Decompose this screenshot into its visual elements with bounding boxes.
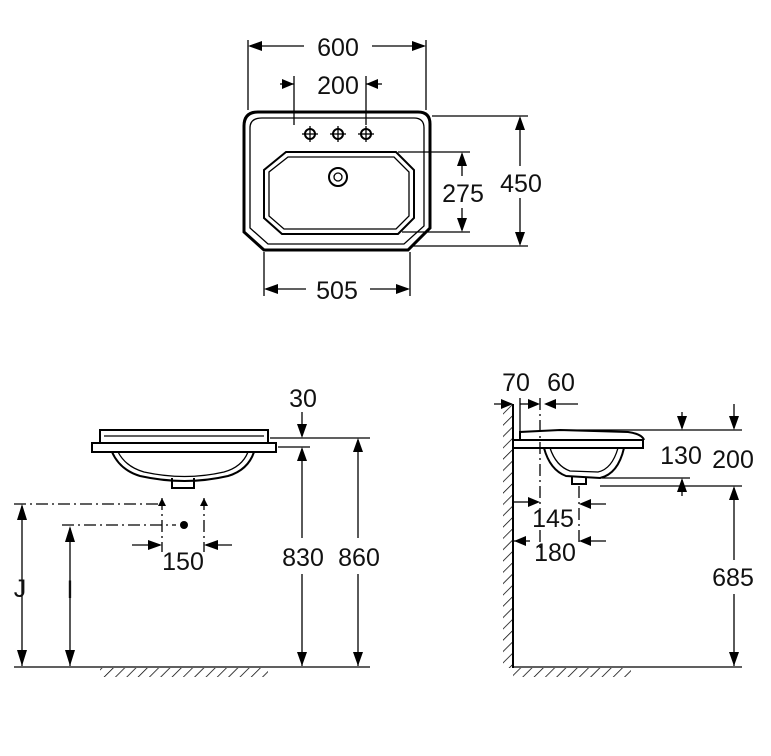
- dim-label-130: 130: [660, 442, 702, 470]
- dim-505: 505: [263, 252, 411, 305]
- dim-label-200: 200: [317, 72, 359, 100]
- dim-i: I: [62, 524, 176, 666]
- dim-130: 130: [560, 412, 702, 496]
- dim-150: 150: [132, 540, 232, 576]
- tap-hole-icon: [358, 126, 374, 142]
- plan-view: 600 200 450: [242, 34, 542, 305]
- drain-icon: [328, 167, 348, 187]
- side-floor-line: [513, 666, 742, 677]
- wall: [503, 404, 514, 668]
- front-view: J I 150: [14, 385, 380, 677]
- dim-label-60: 60: [547, 369, 575, 397]
- dim-830: 830: [282, 447, 324, 666]
- dim-label-30: 30: [289, 385, 317, 413]
- dim-label-200-side: 200: [712, 446, 754, 474]
- tap-hole-icon: [302, 126, 318, 142]
- dim-30: 30: [270, 385, 370, 448]
- dim-200-side: 200: [600, 404, 754, 487]
- dim-label-150: 150: [162, 548, 204, 576]
- bowl-inner: [268, 156, 410, 230]
- floor-line: [14, 666, 370, 677]
- tap-hole-icon: [330, 126, 346, 142]
- dim-label-830: 830: [282, 544, 324, 572]
- side-view: 70 60 130 200 145: [494, 369, 754, 677]
- dim-label-505: 505: [316, 277, 358, 305]
- dim-j: J: [14, 503, 162, 666]
- dim-450: 450: [412, 115, 542, 247]
- countertop: [91, 442, 277, 453]
- bowl-outline: [263, 151, 415, 235]
- dim-label-i: I: [67, 576, 74, 604]
- side-bowl-profile: [543, 447, 625, 480]
- dim-70-60: 70 60: [494, 369, 578, 548]
- dim-685: 685: [712, 486, 754, 666]
- dim-275: 275: [398, 151, 484, 233]
- dim-label-j: J: [14, 575, 27, 603]
- basin-inner-rim: [249, 117, 425, 245]
- side-basin-rim: [519, 428, 645, 441]
- dim-label-860: 860: [338, 544, 380, 572]
- dim-600: 600: [247, 34, 427, 110]
- dim-145-180: 145 180: [514, 486, 606, 567]
- basin-outer-outline: [242, 110, 432, 252]
- dim-200: 200: [280, 72, 382, 125]
- dim-label-450: 450: [500, 170, 542, 198]
- side-countertop: [512, 439, 644, 449]
- dim-label-600: 600: [317, 34, 359, 62]
- dim-label-180: 180: [534, 539, 576, 567]
- dim-label-685: 685: [712, 564, 754, 592]
- drain-outlet: [171, 478, 195, 489]
- waste-position-icon: [158, 498, 208, 552]
- dim-label-145: 145: [532, 505, 574, 533]
- basin-rim: [99, 429, 269, 443]
- bowl-profile: [111, 451, 255, 482]
- dim-label-70: 70: [502, 369, 530, 397]
- side-drain-outlet: [571, 477, 587, 485]
- dim-860: 860: [338, 438, 380, 666]
- dim-label-275: 275: [442, 180, 484, 208]
